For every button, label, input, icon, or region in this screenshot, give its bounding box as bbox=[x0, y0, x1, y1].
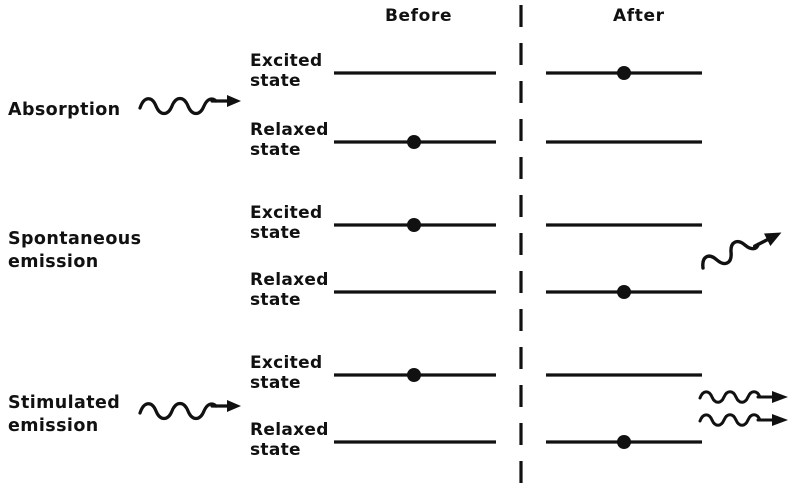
process-label-absorption: Absorption bbox=[8, 100, 121, 120]
column-header-after: After bbox=[613, 6, 665, 26]
incoming-photon-wavy-arrow-icon-row3 bbox=[138, 400, 241, 421]
electron-dot-after-excited-row1 bbox=[617, 66, 631, 80]
incoming-photon-wavy-arrow-icon-row1 bbox=[138, 95, 241, 116]
electron-dot-before-relaxed-row1 bbox=[407, 135, 421, 149]
process-label-stimulated-emission: Stimulated emission bbox=[8, 393, 121, 436]
electron-dot-after-relaxed-row2 bbox=[617, 285, 631, 299]
electron-dot-before-excited-row2 bbox=[407, 218, 421, 232]
electron-dot-before-excited-row3 bbox=[407, 368, 421, 382]
state-label-excited-row3: Excited state bbox=[250, 353, 323, 393]
state-label-relaxed-row2: Relaxed state bbox=[250, 270, 329, 310]
electron-dot-after-relaxed-row3 bbox=[617, 435, 631, 449]
state-label-excited-row2: Excited state bbox=[250, 203, 323, 243]
state-label-relaxed-row3: Relaxed state bbox=[250, 420, 329, 460]
outgoing-photon-wavy-arrow-icon-row3-second bbox=[698, 413, 788, 427]
column-header-before: Before bbox=[385, 6, 453, 26]
process-label-spontaneous-emission: Spontaneous emission bbox=[8, 229, 142, 272]
outgoing-photon-wavy-arrow-icon-row2 bbox=[701, 232, 782, 270]
state-label-relaxed-row1: Relaxed state bbox=[250, 120, 329, 160]
state-label-excited-row1: Excited state bbox=[250, 51, 323, 91]
outgoing-photon-wavy-arrow-icon-row3-first bbox=[698, 390, 788, 404]
